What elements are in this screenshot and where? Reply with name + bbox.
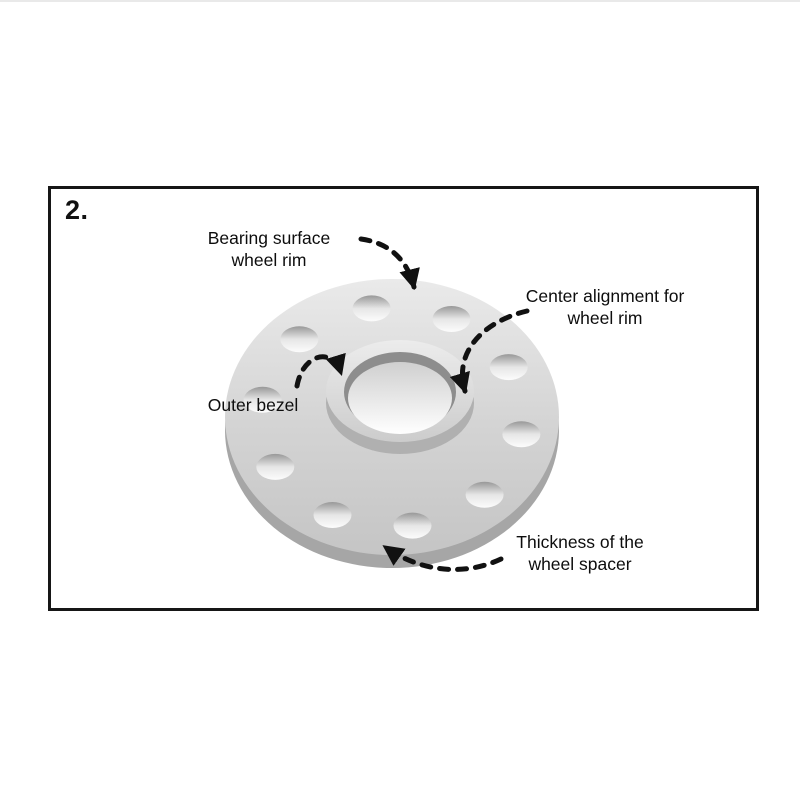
arrow-outer-bezel xyxy=(294,352,346,389)
label-center-alignment: Center alignment for wheel rim xyxy=(507,285,703,329)
label-outer-bezel: Outer bezel xyxy=(198,394,308,416)
page-top-strip xyxy=(0,0,800,2)
arrow-bearing-surface xyxy=(358,236,420,291)
step-number: 2. xyxy=(65,195,89,225)
label-line: Bearing surface xyxy=(207,228,331,248)
bolt-holes xyxy=(243,295,541,539)
label-line: wheel rim xyxy=(567,308,643,328)
diagram-frame: 2. Bearing surface wheel rim Center alig… xyxy=(48,186,759,611)
label-line: Outer bezel xyxy=(207,395,299,415)
label-line: wheel rim xyxy=(231,250,307,270)
arrow-thickness xyxy=(382,544,504,572)
label-thickness: Thickness of the wheel spacer xyxy=(482,531,678,575)
label-bearing-surface: Bearing surface wheel rim xyxy=(179,227,359,271)
arrow-center-alignment xyxy=(449,308,530,395)
wheel-spacer-illustration xyxy=(225,236,559,572)
label-line: Center alignment for xyxy=(525,286,685,306)
center-hub xyxy=(326,340,474,454)
label-line: wheel spacer xyxy=(528,554,632,574)
label-line: Thickness of the xyxy=(516,532,644,552)
